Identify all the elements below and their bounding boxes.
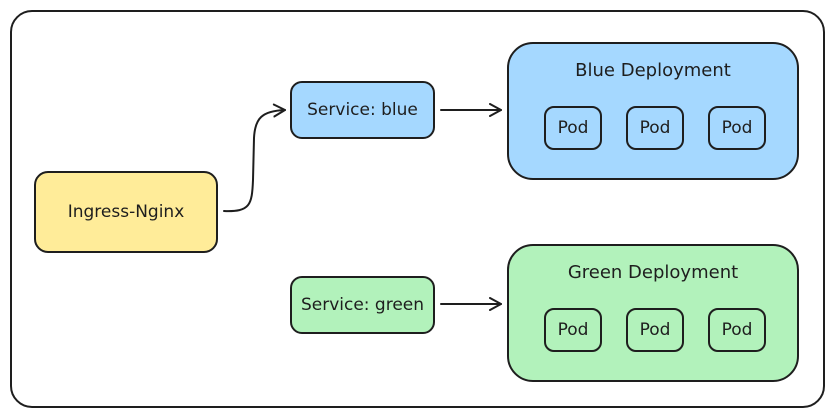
blue-pod-3: Pod	[708, 106, 766, 150]
blue-pod-2: Pod	[626, 106, 684, 150]
service-green-label: Service: green	[300, 295, 425, 315]
service-blue-node: Service: blue	[290, 81, 435, 139]
blue-deployment-node: Blue Deployment Pod Pod Pod	[507, 42, 799, 180]
green-pod-3: Pod	[708, 308, 766, 352]
green-deployment-pods: Pod Pod Pod	[544, 308, 766, 352]
green-pod-1: Pod	[544, 308, 602, 352]
green-deployment-node: Green Deployment Pod Pod Pod	[507, 244, 799, 382]
service-blue-label: Service: blue	[307, 100, 418, 120]
green-deployment-title: Green Deployment	[567, 262, 739, 283]
blue-deployment-title: Blue Deployment	[575, 60, 731, 81]
green-pod-2: Pod	[626, 308, 684, 352]
service-green-node: Service: green	[290, 276, 435, 334]
ingress-nginx-label: Ingress-Nginx	[67, 202, 185, 222]
blue-deployment-pods: Pod Pod Pod	[544, 106, 766, 150]
blue-pod-1: Pod	[544, 106, 602, 150]
ingress-nginx-node: Ingress-Nginx	[34, 171, 218, 253]
